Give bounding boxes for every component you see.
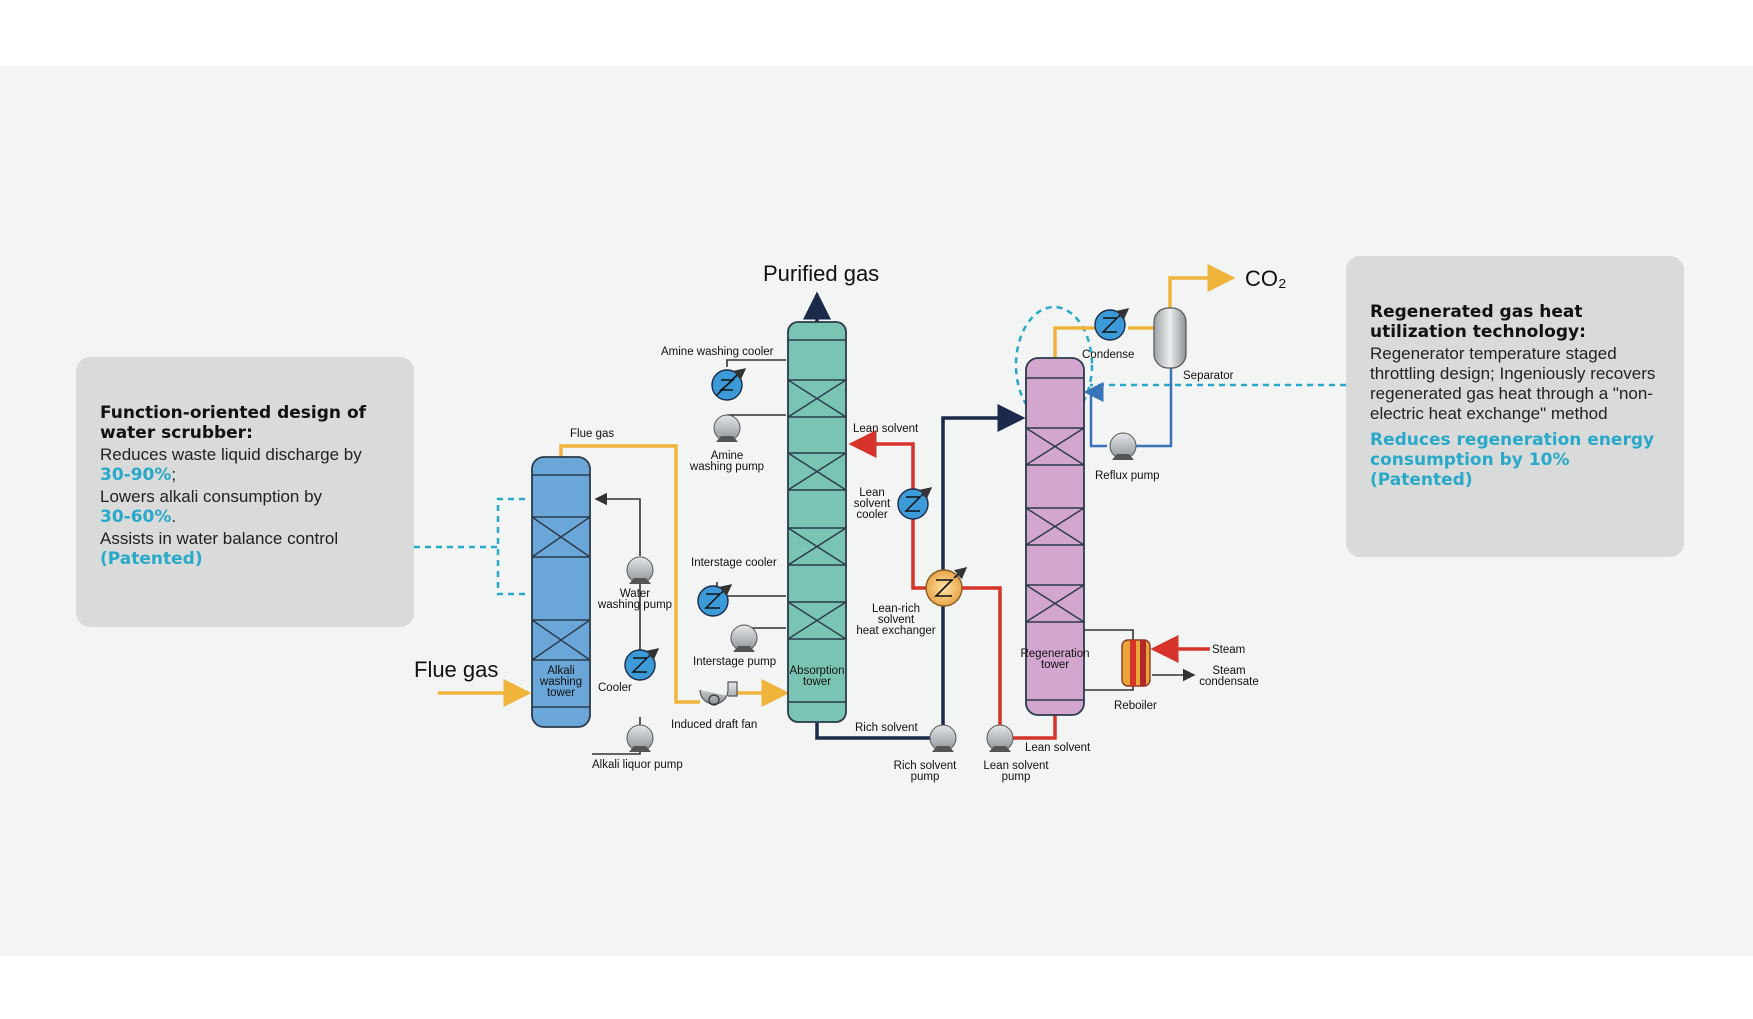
pump-icon bbox=[1109, 432, 1137, 460]
auxiliary-lines bbox=[592, 359, 1196, 755]
punctuation: . bbox=[171, 507, 177, 526]
induced-draft-fan-label: Induced draft fan bbox=[671, 719, 757, 731]
callout-heading: Function-oriented design of water scrubb… bbox=[100, 403, 367, 443]
pump-icon bbox=[626, 556, 654, 584]
steam-label: Steam bbox=[1212, 644, 1245, 656]
discharge-text: Reduces waste liquid discharge by bbox=[100, 445, 362, 464]
cooler-label: Cooler bbox=[598, 682, 632, 694]
pump-icon bbox=[986, 724, 1014, 752]
callout-heading: Regenerated gas heat utilization technol… bbox=[1370, 302, 1586, 342]
condense-label: Condense bbox=[1082, 349, 1134, 361]
interstage-pump-label: Interstage pump bbox=[693, 656, 776, 668]
reflux-lines bbox=[1083, 368, 1173, 448]
co2-label: CO₂ bbox=[1245, 266, 1287, 291]
cooler-icon bbox=[897, 487, 933, 520]
callout-text: Reduces waste liquid discharge by 30-90%… bbox=[100, 445, 392, 485]
heat-utilization-callout: Regenerated gas heat utilization technol… bbox=[1346, 256, 1684, 557]
lean-solvent-bottom-label: Lean solvent bbox=[1025, 742, 1091, 754]
separator-vessel bbox=[1153, 307, 1187, 369]
cooler-icon bbox=[624, 648, 660, 681]
separator-label: Separator bbox=[1183, 370, 1234, 382]
alkali-value: 30-60% bbox=[100, 507, 172, 527]
patented-badge: (Patented) bbox=[100, 549, 203, 569]
pump-icon bbox=[730, 624, 758, 652]
discharge-value: 30-90% bbox=[100, 465, 172, 485]
dashed-connector-right bbox=[1014, 305, 1346, 425]
alkali-liquor-pump-label: Alkali liquor pump bbox=[592, 759, 683, 771]
reboiler-label: Reboiler bbox=[1114, 700, 1157, 712]
alkali-text: Lowers alkali consumption by bbox=[100, 487, 323, 506]
flue-gas-lines bbox=[438, 264, 1236, 707]
rich-solvent-label: Rich solvent bbox=[855, 722, 918, 734]
flue-gas-line-label: Flue gas bbox=[570, 428, 614, 440]
pump-icon bbox=[713, 414, 741, 442]
lean-solvent-label: Lean solvent bbox=[853, 423, 919, 435]
absorption-tower bbox=[787, 321, 847, 723]
callout-text: Lowers alkali consumption by 30-60%. bbox=[100, 487, 392, 527]
dashed-connector-left bbox=[414, 497, 525, 596]
pump-icon bbox=[929, 724, 957, 752]
callout-highlight: Reduces regeneration energy consumption … bbox=[1370, 430, 1655, 490]
reboiler bbox=[1121, 639, 1151, 687]
cooler-icon bbox=[711, 368, 747, 401]
alkali-washing-tower bbox=[531, 456, 591, 728]
punctuation: ; bbox=[171, 465, 177, 484]
water-balance-text: Assists in water balance control bbox=[100, 529, 339, 548]
pump-icon bbox=[626, 724, 654, 752]
interstage-cooler-label: Interstage cooler bbox=[691, 557, 777, 569]
regeneration-tower bbox=[1025, 357, 1085, 716]
heat-exchanger-icon bbox=[925, 567, 968, 607]
purified-gas-label: Purified gas bbox=[763, 261, 879, 286]
callout-text: Assists in water balance control (Patent… bbox=[100, 529, 392, 569]
fan-icon bbox=[699, 681, 738, 706]
callout-body: Regenerator temperature staged throttlin… bbox=[1370, 344, 1656, 423]
reflux-pump-label: Reflux pump bbox=[1095, 470, 1160, 482]
flue-gas-inlet-label: Flue gas bbox=[414, 657, 498, 682]
amine-washing-cooler-label: Amine washing cooler bbox=[661, 346, 774, 358]
cooler-icon bbox=[697, 584, 733, 617]
condenser-icon bbox=[1094, 308, 1130, 341]
water-scrubber-callout: Function-oriented design of water scrubb… bbox=[76, 357, 414, 627]
